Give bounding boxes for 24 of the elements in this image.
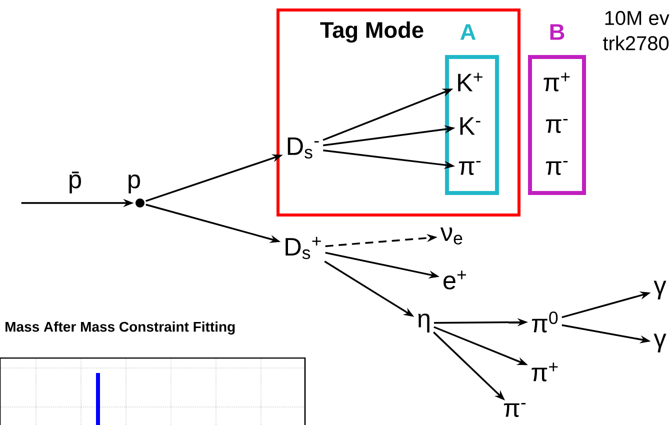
particle-label: K$^{-}$ [460, 117, 480, 135]
note-text: 10M ev [605, 10, 670, 26]
particle-label: π$^{+}$ [544, 72, 570, 92]
box-heading: Tag Mode [320, 21, 424, 43]
particle-label: π$^{-}$ [504, 403, 526, 418]
particle-label: π$^{+}$ [532, 362, 558, 382]
vertex-label: p [128, 174, 140, 194]
particle-label: K$^{+}$ [458, 72, 482, 92]
particle-label: e$^{+}$ [444, 270, 466, 290]
box-heading: B [550, 24, 564, 40]
particle-label: π$^{0}$ [532, 312, 558, 332]
particle-label: ν$_{e}$ [440, 228, 462, 244]
particle-label: γ [654, 280, 666, 300]
particle-label: D$_{s}$- [288, 137, 319, 159]
particle-label: π$^{-}$ [458, 161, 481, 176]
particle-label: π$^{-}$ [546, 161, 568, 176]
particle-label: γ [654, 334, 666, 352]
particle-label: π$^{-}$ [546, 119, 568, 133]
edge-label: p̄ [66, 170, 84, 195]
box-heading: A [460, 24, 476, 40]
note-text: trk2780 [603, 36, 669, 50]
note-text: Mass After Mass Constraint Fitting [6, 321, 235, 335]
particle-label: η [418, 314, 430, 332]
particle-label: D$_{s}$+ [286, 236, 321, 260]
